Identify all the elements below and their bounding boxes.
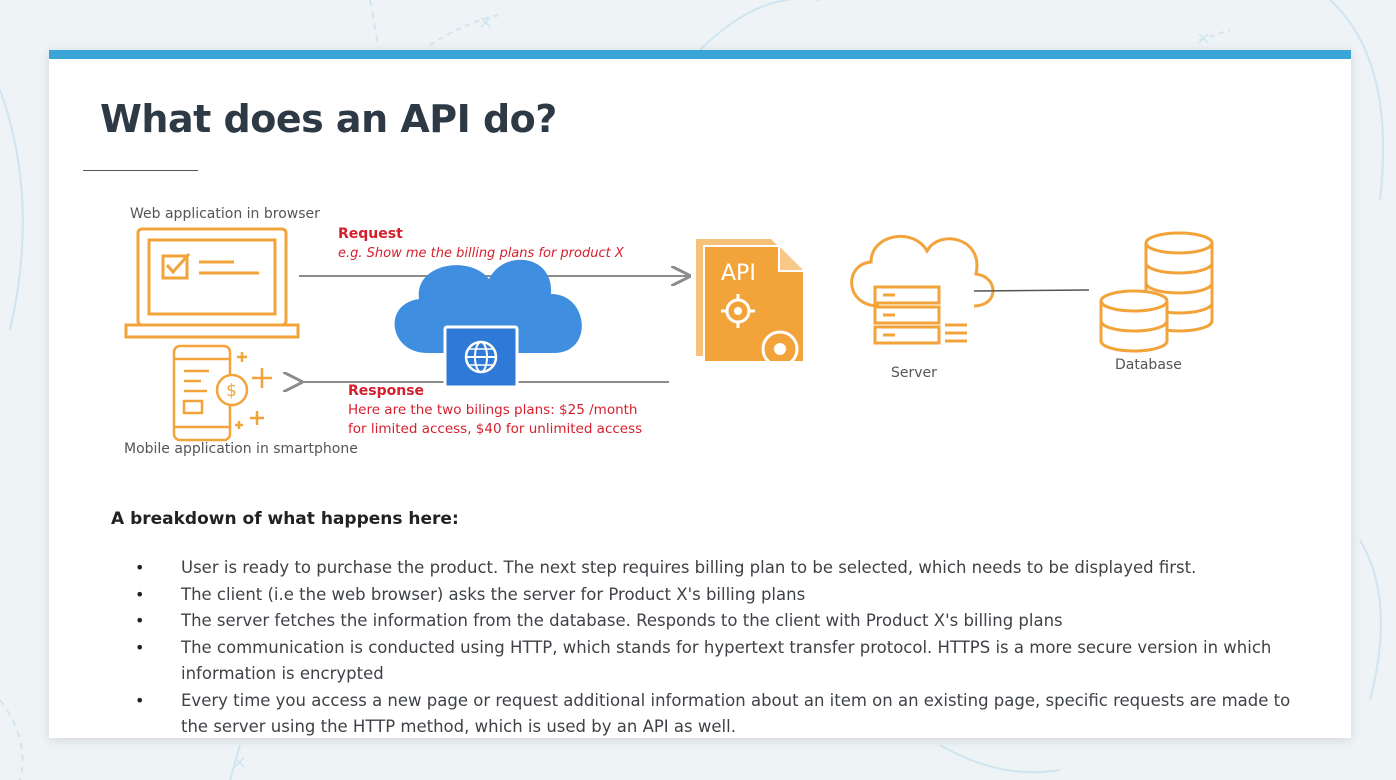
- smartphone-icon: $: [172, 344, 272, 442]
- slide-title: What does an API do?: [100, 97, 557, 141]
- laptop-icon: [124, 227, 300, 339]
- title-underline: [83, 170, 198, 171]
- database-label: Database: [1115, 357, 1182, 373]
- cloud-server-icon: [850, 234, 995, 345]
- svg-text:×: ×: [232, 752, 247, 773]
- server-label: Server: [891, 365, 937, 381]
- list-item: User is ready to purchase the product. T…: [131, 555, 1311, 582]
- svg-text:×: ×: [1196, 28, 1211, 49]
- request-title: Request: [338, 226, 403, 242]
- slide-card: What does an API do?: [49, 50, 1351, 738]
- web-app-label: Web application in browser: [130, 206, 320, 222]
- mobile-app-label: Mobile application in smartphone: [124, 441, 358, 457]
- list-item: The communication is conducted using HTT…: [131, 635, 1311, 688]
- list-item: The server fetches the information from …: [131, 608, 1311, 635]
- api-document-icon: API: [696, 239, 805, 368]
- globe-window-icon: [443, 325, 519, 389]
- request-example: e.g. Show me the billing plans for produ…: [338, 246, 624, 261]
- response-line-2: for limited access, $40 for unlimited ac…: [348, 421, 643, 437]
- cloud-icon: [394, 259, 582, 353]
- server-database-link: [973, 289, 1090, 292]
- svg-text:×: ×: [478, 12, 493, 33]
- database-icon: [1099, 231, 1214, 353]
- list-item: Every time you access a new page or requ…: [131, 688, 1311, 741]
- svg-text:API: API: [721, 261, 756, 286]
- list-item: The client (i.e the web browser) asks th…: [131, 582, 1311, 609]
- breakdown-list: User is ready to purchase the product. T…: [131, 555, 1311, 741]
- breakdown-heading: A breakdown of what happens here:: [111, 509, 459, 529]
- api-flow-diagram: $ API: [124, 227, 1214, 442]
- svg-text:$: $: [226, 381, 237, 401]
- response-line-1: Here are the two bilings plans: $25 /mon…: [348, 402, 638, 418]
- response-title: Response: [348, 383, 425, 399]
